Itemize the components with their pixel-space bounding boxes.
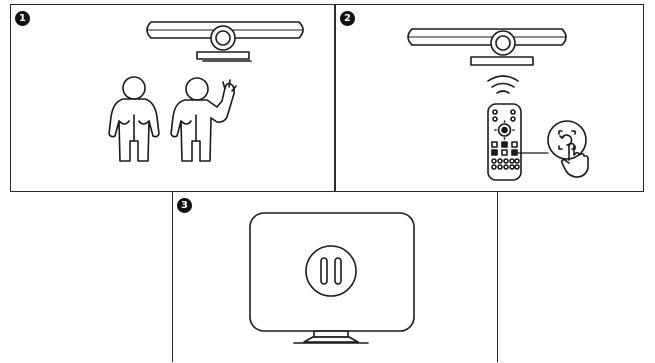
remote-control-icon	[487, 103, 522, 181]
person-icon	[108, 76, 160, 162]
webcam-icon	[146, 21, 304, 62]
step-1-panel: 1	[10, 4, 335, 192]
hand-pointer-icon	[561, 142, 589, 178]
step-3-illustration	[249, 212, 415, 344]
pause-icon	[305, 245, 357, 297]
waving-person-icon	[170, 77, 237, 162]
monitor-icon	[249, 212, 415, 344]
step-1-badge: 1	[15, 11, 30, 26]
step-3-panel: 3	[172, 191, 498, 362]
gesture-tracking-button-icon	[547, 120, 587, 160]
webcam-icon	[407, 28, 567, 66]
step-2-badge: 2	[340, 11, 355, 26]
step-1-illustration	[108, 21, 304, 162]
step-3-badge: 3	[177, 198, 192, 213]
step-2-illustration	[407, 28, 589, 181]
signal-icon	[487, 75, 519, 94]
step-2-panel: 2	[335, 4, 644, 192]
